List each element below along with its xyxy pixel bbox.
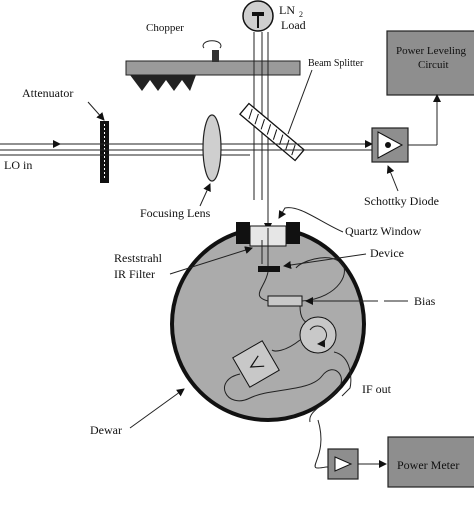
attenuator: Attenuator xyxy=(22,86,109,183)
dewar: Dewar xyxy=(90,222,366,437)
power-meter-label: Power Meter xyxy=(397,458,459,472)
reststrahl-filter: Reststrahl IR Filter xyxy=(114,246,253,281)
device: Device xyxy=(258,246,404,272)
if-out: IF out xyxy=(314,382,392,480)
attenuator-label: Attenuator xyxy=(22,86,73,100)
power-leveling-circuit: Power Leveling Circuit xyxy=(386,30,474,96)
if-out-label: IF out xyxy=(362,382,392,396)
chopper: Chopper xyxy=(125,22,301,91)
chopper-label: Chopper xyxy=(146,22,184,34)
reststrahl-label-2: IR Filter xyxy=(114,267,155,281)
ln2-subscript: 2 xyxy=(299,10,303,19)
power-leveling-label-1: Power Leveling xyxy=(396,45,466,57)
quartz-window-label: Quartz Window xyxy=(345,224,422,238)
focusing-lens: Focusing Lens xyxy=(140,114,222,220)
chopper-blades xyxy=(130,75,196,91)
lo-beam: LO in xyxy=(0,140,373,172)
beam-splitter-label: Beam Splitter xyxy=(308,58,364,69)
bias-label: Bias xyxy=(414,294,436,308)
schottky-diode: Schottky Diode xyxy=(364,94,441,208)
load-label: Load xyxy=(281,18,306,32)
quartz-window: Quartz Window xyxy=(278,207,422,238)
beam-splitter: Beam Splitter xyxy=(239,58,364,162)
bias: Bias xyxy=(305,294,436,308)
schottky-diode-label: Schottky Diode xyxy=(364,194,439,208)
power-meter: Power Meter xyxy=(387,436,474,488)
dewar-circuit xyxy=(224,257,352,423)
power-leveling-label-2: Circuit xyxy=(418,59,449,71)
focusing-lens-label: Focusing Lens xyxy=(140,206,211,220)
lo-in-label: LO in xyxy=(4,158,32,172)
device-label: Device xyxy=(370,246,404,260)
dewar-label: Dewar xyxy=(90,423,122,437)
reststrahl-label-1: Reststrahl xyxy=(114,251,163,265)
ln2-label: LN xyxy=(279,3,295,17)
ln2-load: LN 2 Load xyxy=(242,0,306,32)
